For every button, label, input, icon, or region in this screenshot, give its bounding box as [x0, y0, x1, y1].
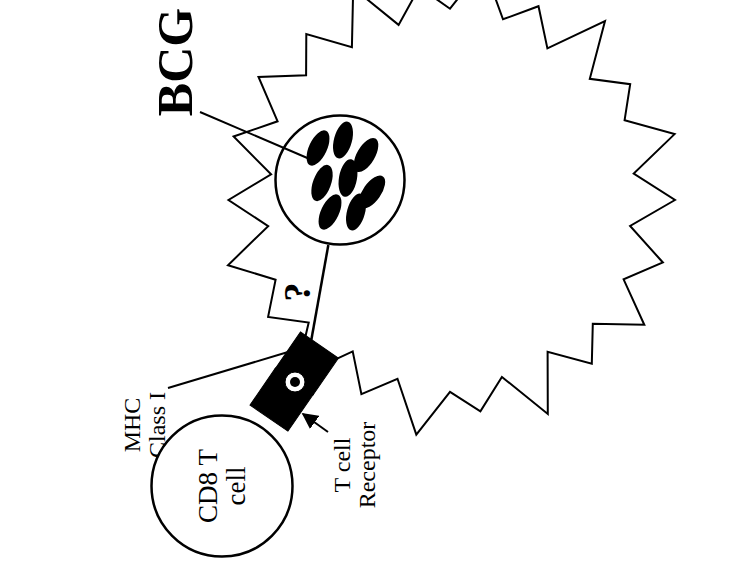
- bacterium: [314, 191, 346, 233]
- bacterium: [302, 127, 334, 169]
- phagosome-circle-shape: [276, 116, 405, 245]
- bacterium: [329, 119, 356, 160]
- bacterium: [336, 158, 360, 199]
- leader-line: [200, 112, 312, 160]
- t-cell-circle: CD8 T cell: [150, 414, 294, 558]
- node-label: BCG: [149, 0, 202, 127]
- node-label: T cell Receptor: [330, 415, 380, 515]
- node-label: CD8 T cell: [194, 446, 251, 526]
- macrophage-cell: [228, 0, 675, 435]
- receptor-molecule-shape: [250, 368, 313, 431]
- bacteria-group: [302, 119, 390, 233]
- edge-label: ?: [278, 283, 318, 302]
- leader-arrow: [303, 414, 328, 432]
- t-cell-circle-shape: [152, 416, 293, 557]
- peptide-ring: [285, 372, 305, 392]
- bacterium: [342, 191, 369, 232]
- peptide-core: [290, 377, 300, 387]
